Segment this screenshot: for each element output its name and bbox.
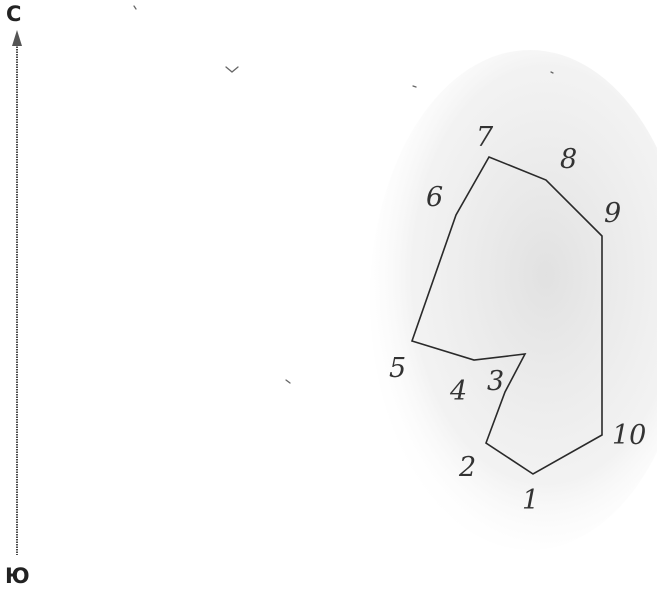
stray-mark [133, 5, 137, 10]
vertex-label-1: 1 [522, 485, 539, 516]
north-arrow-icon [12, 30, 22, 46]
vertex-label-2: 2 [458, 452, 476, 483]
stray-mark [412, 85, 417, 88]
south-label: Ю [5, 564, 30, 588]
vertex-label-5: 5 [389, 353, 406, 384]
vertex-label-6: 6 [426, 182, 443, 213]
vertex-label-8: 8 [560, 144, 577, 175]
vertex-label-3: 3 [487, 366, 504, 397]
vertex-label-9: 9 [604, 198, 621, 229]
vertex-label-4: 4 [449, 376, 467, 407]
stray-mark [285, 379, 291, 384]
paper-shading [370, 50, 657, 550]
vertex-label-10: 10 [612, 420, 646, 451]
vertex-label-7: 7 [476, 122, 494, 153]
stray-mark [550, 71, 554, 74]
north-label: С [6, 2, 22, 26]
plot-outline [410, 155, 603, 475]
stray-mark [225, 66, 239, 73]
